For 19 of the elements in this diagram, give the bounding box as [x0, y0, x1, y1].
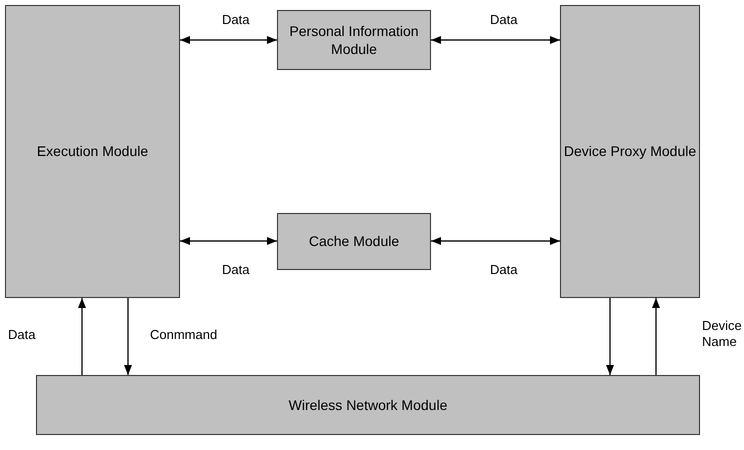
- arrow: [78, 298, 86, 375]
- module-box: [5, 5, 180, 298]
- module-box: [560, 5, 700, 298]
- module-label: Execution Module: [36, 142, 148, 161]
- module-box: [277, 213, 431, 270]
- arrow: [652, 298, 660, 375]
- arrow: [180, 237, 277, 245]
- module-label: Wireless Network Module: [288, 396, 448, 414]
- module-box: [277, 10, 431, 70]
- edge-label: Device Name: [702, 318, 742, 350]
- module-label: Personal Information Module: [288, 22, 420, 58]
- module-label: Device Proxy Module: [564, 142, 696, 161]
- arrow: [606, 298, 614, 375]
- module-box: [36, 375, 700, 435]
- arrow: [124, 298, 132, 375]
- module-label: Cache Module: [308, 232, 400, 251]
- arrow: [431, 36, 560, 44]
- arrow: [431, 237, 560, 245]
- arrow: [180, 36, 277, 44]
